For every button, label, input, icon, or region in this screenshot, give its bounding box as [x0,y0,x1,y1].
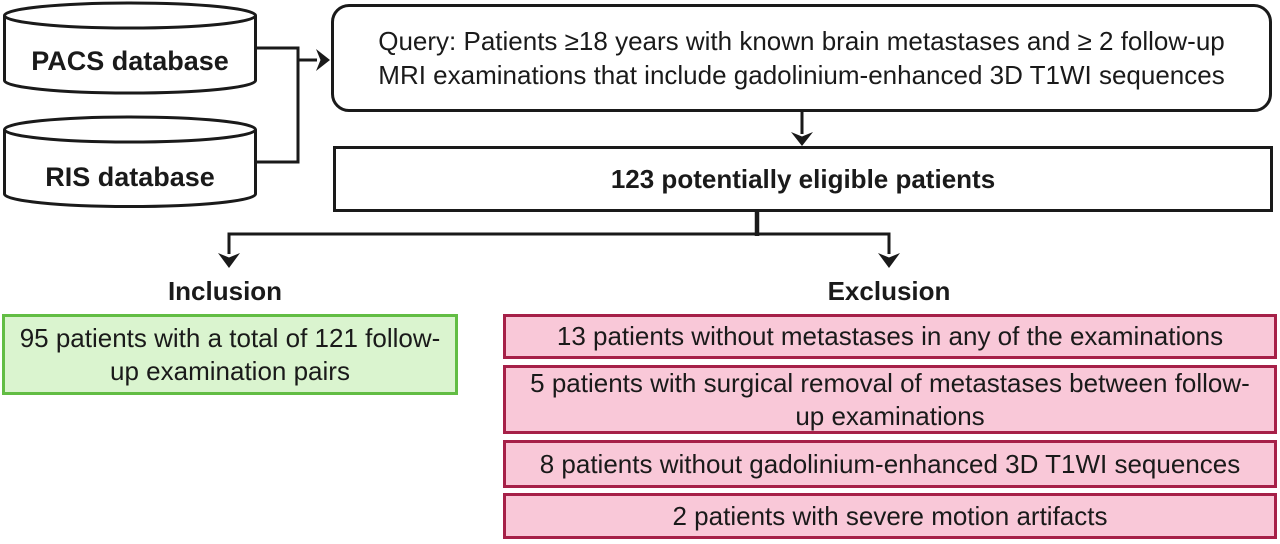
query-text: Query: Patients ≥18 years with known bra… [378,26,1225,90]
arrow-down-icon [218,253,240,268]
exclusion-box-2-text: 5 patients with surgical removal of meta… [530,367,1250,431]
arrow-down-icon [791,132,813,146]
ris-cylinder-shape [3,115,257,208]
exclusion-box-1: 13 patients without metastases in any of… [503,314,1277,359]
eligible-patients-box: 123 potentially eligible patients [333,146,1273,212]
exclusion-box-2: 5 patients with surgical removal of meta… [503,365,1277,434]
pacs-cylinder-top [3,1,257,30]
pacs-cylinder-body [3,15,257,95]
pacs-database-label: PACS database [31,46,229,76]
exclusion-box-4-text: 2 patients with severe motion artifacts [672,500,1108,531]
exclusion-box-3-text: 8 patients without gadolinium-enhanced 3… [539,448,1241,479]
ris-cylinder-body [3,129,257,208]
query-box: Query: Patients ≥18 years with known bra… [331,4,1272,112]
exclusion-box-1-text: 13 patients without metastases in any of… [556,321,1224,351]
arrow-down-icon [878,253,900,268]
pacs-cylinder-shape [3,1,257,95]
eligible-patients-text: 123 potentially eligible patients [610,164,996,194]
exclusion-label: Exclusion [827,276,951,306]
exclusion-box-4: 2 patients with severe motion artifacts [503,493,1277,539]
inclusion-box: 95 patients with a total of 121 follow-u… [2,314,458,395]
ris-database-label: RIS database [45,162,215,192]
arrow-right-icon [316,49,330,71]
ris-cylinder-top [3,115,257,144]
exclusion-box-3: 8 patients without gadolinium-enhanced 3… [503,440,1277,488]
inclusion-label: Inclusion [167,276,283,306]
inclusion-box-text: 95 patients with a total of 121 follow-u… [19,322,441,386]
